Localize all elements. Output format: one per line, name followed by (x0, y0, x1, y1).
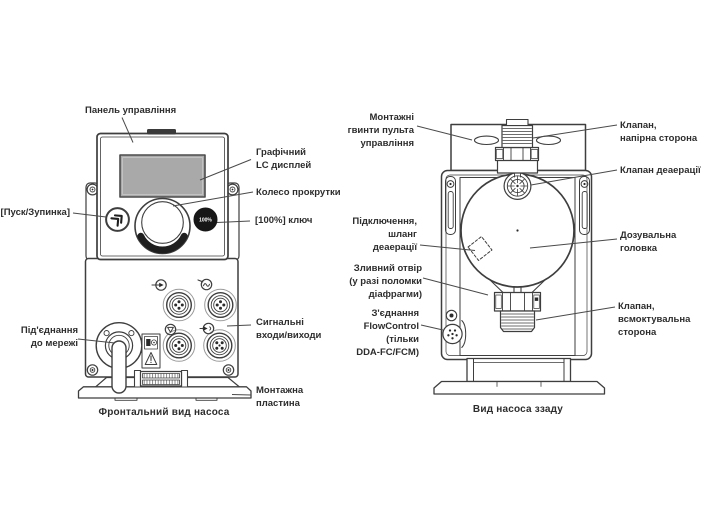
m12-connector (203, 329, 236, 362)
label-mounting-plate: Монтажна пластина (256, 385, 304, 409)
m12-connector (204, 288, 237, 322)
key-100-text: 100% (199, 218, 212, 224)
pump-body-front (84, 257, 239, 378)
label-panel-mounting-screws: Монтажні гвинти пульта управління (347, 112, 414, 149)
label-start-stop: [Пуск/Зупинка] (0, 207, 70, 218)
body-corner-screws (86, 364, 235, 376)
label-deaeration-valve: Клапан деаерації (620, 165, 701, 176)
control-panel-drawing: 100% (96, 129, 229, 261)
discharge-valve-drawing (494, 118, 540, 178)
warning-label (141, 333, 161, 369)
suction-valve-drawing (488, 278, 547, 333)
label-graphic-display: Графічний LC дисплей (256, 147, 312, 171)
drain-hole-drawing (467, 236, 493, 261)
label-valve-suction: Клапан, всмоктувальна сторона (618, 301, 691, 338)
leader-lines (72, 117, 618, 396)
side-slots (445, 176, 590, 235)
connector-pictograms (151, 278, 215, 336)
label-scroll-wheel: Колесо прокрутки (256, 187, 341, 198)
signal-output-icon (199, 322, 215, 335)
warning-triangle-icon (144, 352, 158, 365)
analog-signal-icon (197, 278, 213, 291)
lc-display (119, 154, 206, 198)
caption-rear-view: Вид насоса ззаду (472, 404, 564, 415)
flowcontrol-connector-drawing (442, 309, 467, 348)
label-signal-io: Сигнальні входи/виходи (256, 317, 322, 341)
rear-view-drawing (433, 118, 606, 395)
front-view-drawing: 100% (77, 129, 252, 401)
deaeration-valve-drawing (503, 172, 532, 201)
start-stop-chevron-icon (110, 214, 123, 227)
level-sensor-icon (164, 323, 177, 336)
key-100-drawing: 100% (193, 207, 218, 232)
rear-base-drawing (433, 357, 606, 395)
label-mains-connection: Під'єднання до мережі (20, 325, 78, 349)
label-dosing-head: Дозувальна головка (620, 230, 677, 254)
label-flowcontrol: З'єднання FlowControl (тільки DDA-FC/FCM… (356, 308, 419, 358)
mounting-plate-drawing (77, 369, 252, 401)
panel-top-tab (147, 129, 176, 135)
caption-front-view: Фронтальний вид насоса (98, 407, 230, 418)
signal-connectors (162, 288, 237, 362)
mains-cable (111, 340, 127, 394)
signal-input-icon (151, 279, 167, 291)
label-drain-hole: Зливний отвір (у разі поломки діафрагми) (349, 263, 422, 300)
start-stop-button-drawing (105, 207, 130, 232)
label-valve-discharge: Клапан, напірна сторона (620, 120, 698, 144)
m12-connector (162, 329, 196, 362)
label-control-panel: Панель управління (85, 105, 177, 116)
m12-connector (162, 288, 196, 322)
label-deaeration-hose: Підключення, шланг деаерації (352, 216, 417, 253)
label-key-100: [100%] ключ (255, 215, 313, 226)
scroll-wheel-drawing (134, 197, 191, 255)
